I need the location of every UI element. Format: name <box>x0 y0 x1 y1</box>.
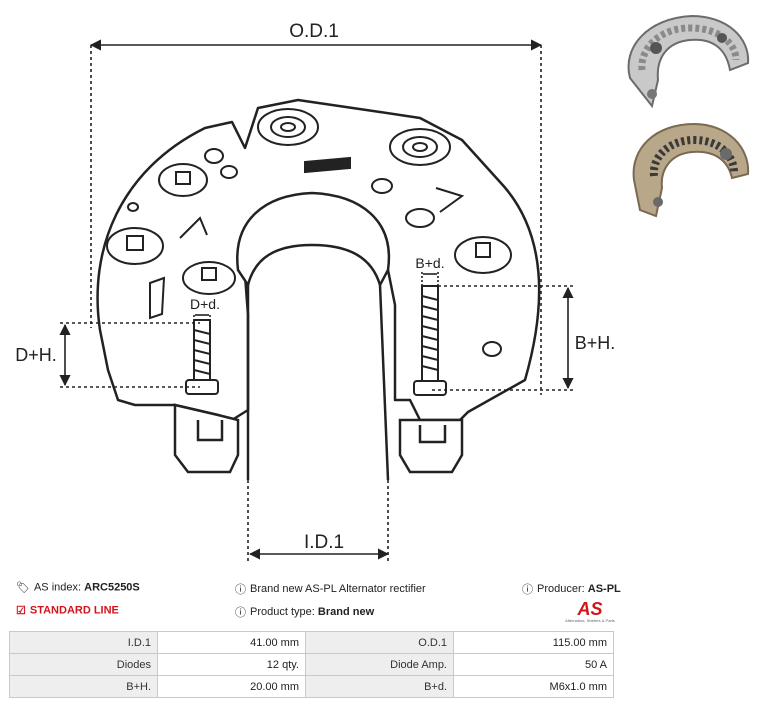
center-opening <box>236 191 391 481</box>
bd-label: B+d. <box>415 255 444 271</box>
terminal-boss-right <box>389 128 451 166</box>
dh-label: D+H. <box>15 345 57 365</box>
terminal-boss-left <box>257 108 319 146</box>
standard-line-badge: ☑STANDARD LINE <box>16 604 119 617</box>
spec-label: O.D.1 <box>305 631 454 654</box>
spec-label: B+H. <box>9 675 158 698</box>
spec-label: B+d. <box>305 675 454 698</box>
spec-value: 41.00 mm <box>157 631 306 654</box>
id-label: I.D.1 <box>304 532 344 553</box>
info-icon: ⓘ <box>522 584 533 596</box>
spec-value: 20.00 mm <box>157 675 306 698</box>
spec-value: M6x1.0 mm <box>453 675 614 698</box>
bh-label: B+H. <box>575 333 616 353</box>
spec-label: I.D.1 <box>9 631 158 654</box>
svg-text:Alternators, Starters & Parts: Alternators, Starters & Parts <box>565 618 615 623</box>
as-pl-logo: AS Alternators, Starters & Parts <box>565 599 615 623</box>
product-photo-bottom <box>632 122 750 218</box>
info-icon: ⓘ <box>235 607 246 619</box>
table-row: I.D.1 41.00 mm O.D.1 115.00 mm <box>9 631 614 654</box>
table-row: Diodes 12 qty. Diode Amp. 50 A <box>9 653 614 676</box>
spec-value: 115.00 mm <box>453 631 614 654</box>
product-photo-top <box>627 14 750 109</box>
spec-table: I.D.1 41.00 mm O.D.1 115.00 mm Diodes 12… <box>9 631 614 698</box>
as-index: 🏷AS index: ARC5250S <box>16 581 140 594</box>
tag-icon: 🏷 <box>16 582 30 594</box>
spec-value: 50 A <box>453 653 614 676</box>
checkbox-icon: ☑ <box>16 605 26 617</box>
producer-value: AS-PL <box>587 582 621 595</box>
dd-label: D+d. <box>190 296 220 312</box>
od-label: O.D.1 <box>289 21 339 42</box>
spec-label: Diodes <box>9 653 158 676</box>
rectifier-body <box>96 98 541 422</box>
as-index-value: ARC5250S <box>84 581 140 594</box>
spec-value: 12 qty. <box>157 653 306 676</box>
spec-label: Diode Amp. <box>305 653 454 676</box>
product-type-value: Brand new <box>317 605 375 618</box>
table-row: B+H. 20.00 mm B+d. M6x1.0 mm <box>9 675 614 698</box>
info-icon: ⓘ <box>235 584 246 596</box>
svg-text:AS: AS <box>576 599 602 619</box>
rectifier-technical-drawing: O.D.1 I.D.1 D+H. B+H. D+d. B+d. <box>15 21 616 562</box>
